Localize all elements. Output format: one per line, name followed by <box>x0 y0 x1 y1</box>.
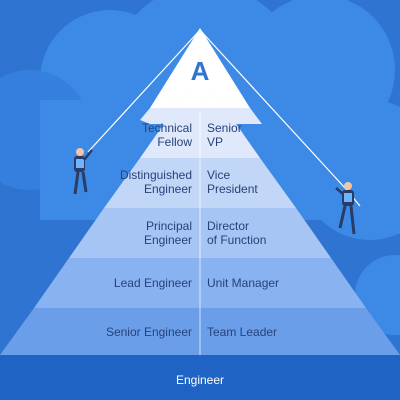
climber-left-icon <box>73 148 93 195</box>
level-label-lead-engineer: Lead Engineer <box>113 276 192 290</box>
level-label-senior-vp: Senior VP <box>207 121 242 149</box>
tier-base <box>0 355 400 400</box>
level-label-director-of-function: Director of Function <box>207 219 267 247</box>
level-label-distinguished-engineer: Distinguished Engineer <box>119 168 192 196</box>
level-label-unit-manager: Unit Manager <box>207 276 280 290</box>
svg-text:A: A <box>191 56 210 86</box>
climber-right-icon <box>335 182 356 235</box>
level-label-senior-engineer: Senior Engineer <box>105 325 192 339</box>
level-label-principal-engineer: Principal Engineer <box>143 219 192 247</box>
tier-peak <box>150 28 250 108</box>
logo-a-icon: A <box>191 56 210 86</box>
level-label-engineer: Engineer <box>175 373 225 387</box>
level-label-vice-president: Vice President <box>207 168 258 196</box>
pyramid-tiers <box>0 28 400 400</box>
level-label-team-leader: Team Leader <box>207 325 278 339</box>
level-label-technical-fellow: Technical Fellow <box>141 121 192 149</box>
